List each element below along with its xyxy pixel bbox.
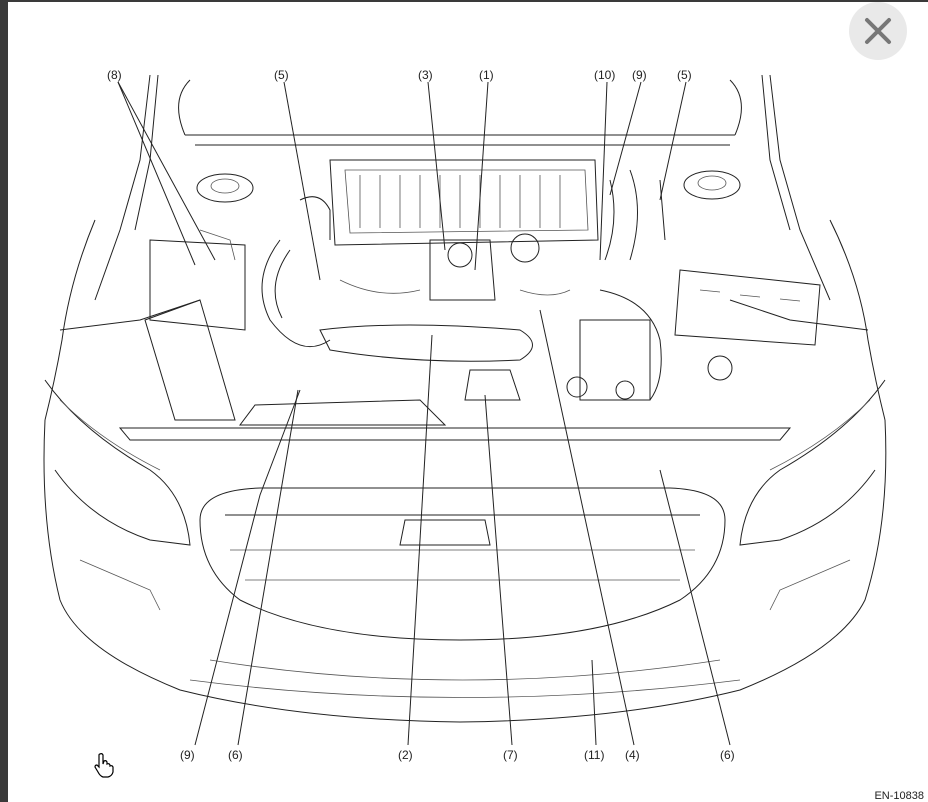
left-headlight <box>44 379 191 546</box>
hood-outline <box>94 74 831 301</box>
callout-10: (10) <box>594 68 615 82</box>
callout-7: (7) <box>503 748 518 762</box>
callout-9: (9) <box>180 748 195 762</box>
callout-6: (6) <box>228 748 243 762</box>
callout-5: (5) <box>274 68 289 82</box>
hand-pointer-icon <box>94 753 114 778</box>
callouts-top: (8) (5) (3) (1) (10) (9) (5) <box>107 68 692 82</box>
close-button[interactable] <box>849 2 907 60</box>
callout-11: (11) <box>584 748 604 762</box>
figure-id: EN-10838 <box>874 790 924 802</box>
front-grille <box>79 487 851 698</box>
callout-3: (3) <box>418 68 433 82</box>
callout-5: (5) <box>677 68 692 82</box>
right-headlight <box>739 379 886 546</box>
callout-1: (1) <box>479 68 494 82</box>
callout-2: (2) <box>398 748 413 762</box>
callout-6: (6) <box>720 748 735 762</box>
close-icon <box>865 18 891 44</box>
callout-9: (9) <box>632 68 647 82</box>
callouts-bottom: (9) (6) (2) (7) (11) (4) (6) <box>180 748 735 762</box>
leader-lines <box>117 81 731 746</box>
callout-4: (4) <box>625 748 640 762</box>
body-outline <box>43 219 887 723</box>
engine-components <box>118 159 821 441</box>
callout-8: (8) <box>107 68 122 82</box>
